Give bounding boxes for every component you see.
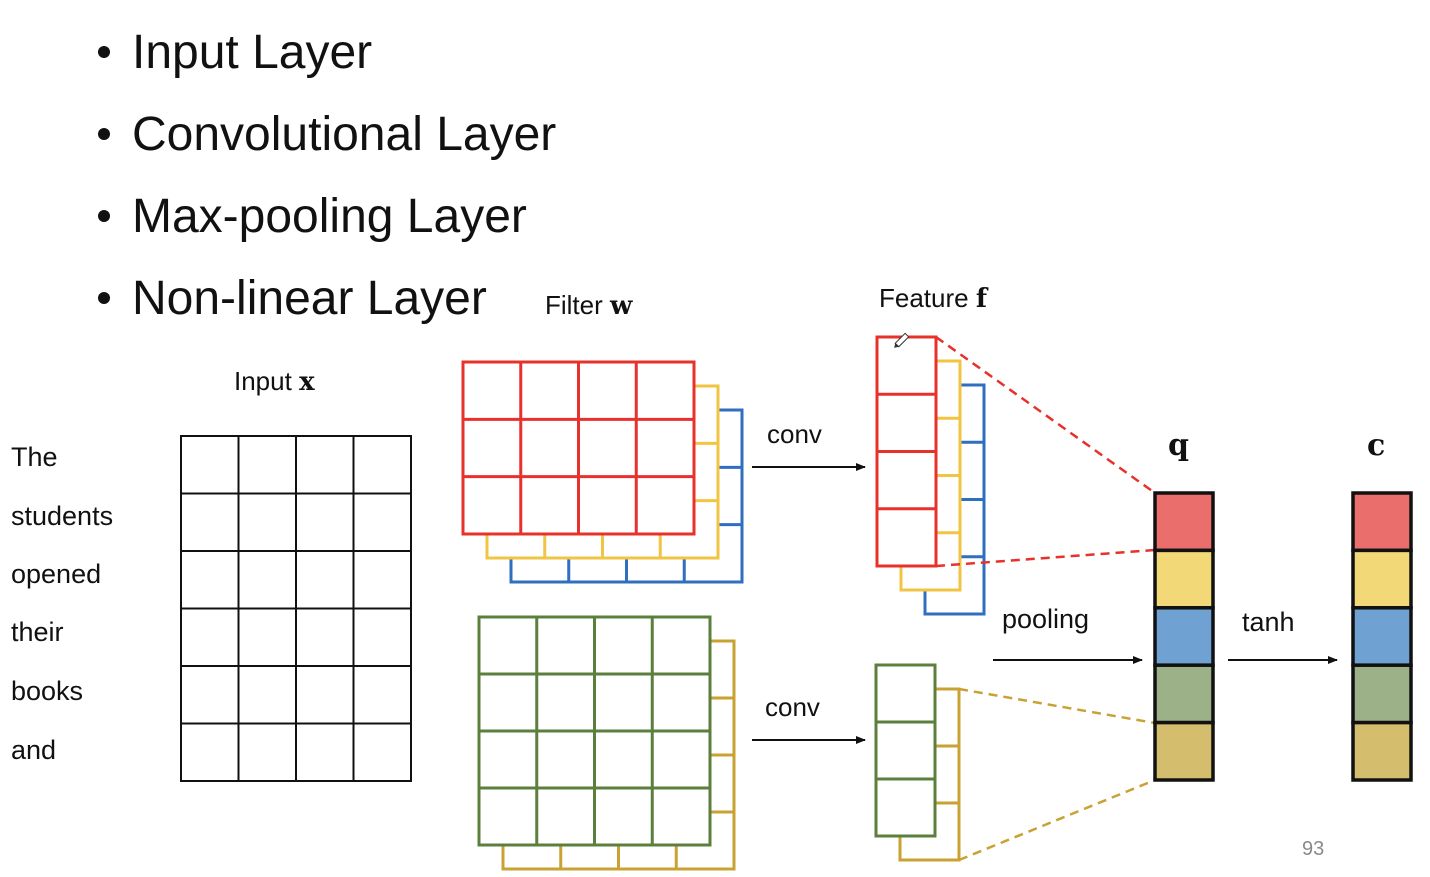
dashed-line-gold	[958, 778, 1156, 862]
bullet-dot	[98, 46, 110, 58]
c-vector-cell	[1351, 663, 1413, 725]
word: books	[11, 676, 83, 706]
bullet-dot	[98, 128, 110, 140]
conv-label-top: conv	[767, 419, 822, 449]
q-label: q	[1168, 428, 1189, 463]
c-vector-cell	[1351, 491, 1413, 553]
q-vector-cell	[1153, 548, 1215, 610]
c-vector-cell	[1351, 606, 1413, 667]
dashed-line-red	[935, 548, 1156, 568]
q-vector-cell	[1153, 491, 1215, 553]
conv-label-bottom: conv	[765, 692, 820, 722]
grids	[180, 335, 986, 871]
vectors	[1153, 491, 1413, 782]
input-variable: x	[299, 367, 315, 397]
pencil-cursor-icon	[894, 332, 910, 348]
word: their	[11, 617, 64, 647]
feature-red	[875, 335, 938, 568]
word-list: The students opened their books and	[11, 442, 113, 765]
feature-variable: f	[976, 284, 989, 314]
q-vector-cell	[1153, 663, 1215, 725]
word: The	[11, 442, 58, 472]
filter-red	[461, 360, 696, 536]
input-label-text: Input	[234, 366, 299, 396]
q-vector-cell	[1153, 606, 1215, 667]
word: opened	[11, 559, 101, 589]
input-label: Input x	[234, 366, 315, 397]
feature-label: Feature f	[879, 283, 989, 314]
filter-label-text: Filter	[545, 290, 610, 320]
pooling-label: pooling	[1002, 604, 1089, 634]
bullet-list: Input Layer Convolutional Layer Max-pool…	[98, 26, 556, 325]
tanh-label: tanh	[1242, 607, 1295, 637]
c-vector-cell	[1351, 720, 1413, 782]
q-vector	[1153, 491, 1215, 782]
dashed-line-gold	[958, 687, 1156, 725]
bullet-dot	[98, 210, 110, 222]
bullet-dot	[98, 292, 110, 304]
bullet-convolutional-layer: Convolutional Layer	[132, 108, 556, 161]
dashed-connectors	[935, 335, 1156, 862]
filter-variable: w	[609, 291, 633, 321]
filter-label: Filter w	[545, 290, 633, 321]
bullet-nonlinear-layer: Non-linear Layer	[132, 272, 487, 325]
bullet-input-layer: Input Layer	[132, 26, 372, 79]
word: students	[11, 501, 113, 531]
bullet-maxpooling-layer: Max-pooling Layer	[132, 190, 527, 243]
feature-label-text: Feature	[879, 283, 976, 313]
q-vector-cell	[1153, 720, 1215, 782]
arrows	[752, 463, 1338, 744]
c-vector	[1351, 491, 1413, 782]
c-label: c	[1367, 428, 1385, 463]
page-number: 93	[1302, 838, 1324, 860]
c-vector-cell	[1351, 548, 1413, 610]
filter-green	[477, 615, 712, 847]
feature-green	[874, 663, 937, 838]
input-matrix	[180, 435, 412, 782]
feature-green-border	[874, 663, 937, 838]
word: and	[11, 735, 56, 765]
